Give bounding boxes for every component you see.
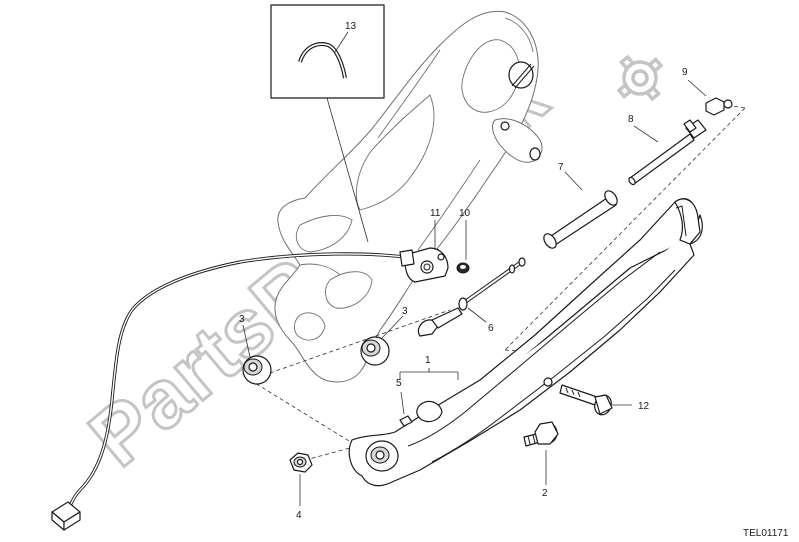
gear-icon [616, 54, 664, 102]
callout-10: 10 [459, 208, 471, 219]
stand-switch-11 [399, 247, 449, 283]
bolt-12 [559, 384, 613, 416]
rubber-buffer-3-left [242, 355, 272, 385]
callout-2: 2 [542, 488, 548, 499]
rubber-buffer-3-right [360, 336, 390, 366]
bushing-7 [543, 190, 618, 249]
spring-pin-6 [417, 257, 526, 337]
nut-4 [289, 452, 313, 473]
callout-9: 9 [682, 67, 688, 78]
callout-3-right: 3 [402, 306, 408, 317]
callout-7: 7 [558, 162, 564, 173]
leader-lines [242, 79, 707, 506]
side-stand-1 [348, 198, 703, 487]
callout-5: 5 [396, 378, 402, 389]
callout-labels: 1 2 3 3 4 5 6 7 8 9 10 11 12 13 [239, 21, 688, 521]
callout-1: 1 [425, 355, 431, 366]
drawing-code: TEL01171 [743, 528, 789, 539]
callout-8: 8 [628, 114, 634, 125]
callout-11: 11 [430, 208, 441, 219]
callout-6: 6 [488, 323, 494, 334]
callout-4: 4 [296, 510, 302, 521]
callout-12: 12 [638, 401, 650, 412]
inset-box-13 [270, 4, 385, 99]
pin-5 [399, 415, 413, 427]
callout-13: 13 [345, 21, 357, 32]
nut-9 [705, 97, 733, 116]
screw-10 [456, 262, 470, 274]
callout-3-left: 3 [239, 314, 245, 325]
bolt-2 [523, 421, 559, 447]
frame-bracket [274, 10, 543, 383]
sensor-cable [51, 97, 413, 531]
pin-8 [628, 119, 707, 186]
